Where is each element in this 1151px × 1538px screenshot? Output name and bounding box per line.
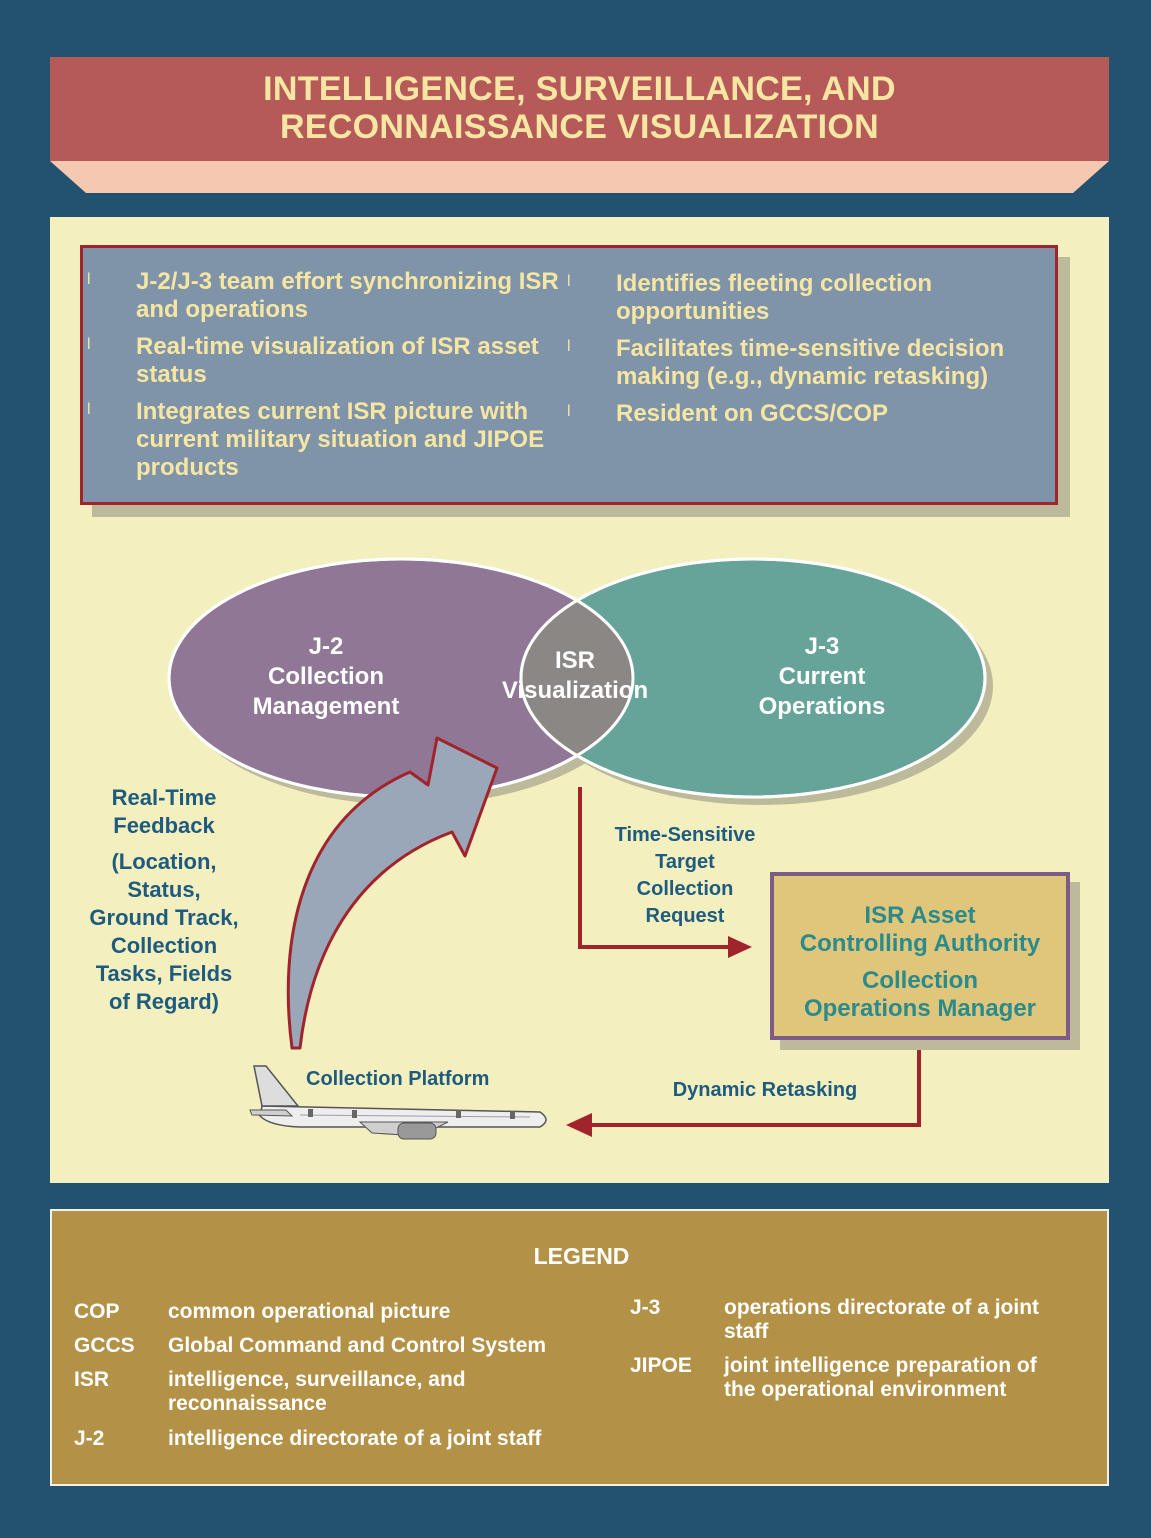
feedback-line: Collection	[110, 933, 218, 958]
retasking-arrow-line	[588, 1044, 921, 1127]
legend-def-line: reconnaissance	[168, 1392, 327, 1415]
bullet-item: l Identifies fleeting collection opportun…	[564, 270, 1044, 326]
bullet-item: l Resident on GCCS/COP	[564, 400, 1044, 428]
j3-ellipse-outline	[519, 557, 987, 799]
controller-line: Collection	[861, 967, 978, 994]
bullet-box	[80, 245, 1058, 505]
j2-label-line: J-2	[308, 633, 344, 660]
legend: LEGEND COP common operational picture GC…	[50, 1209, 1109, 1486]
j3-label: J-3 Current Operations	[722, 632, 922, 722]
controller-line: Operations Manager	[803, 995, 1037, 1022]
legend-def: intelligence, surveillance, and reconnai…	[168, 1368, 466, 1416]
j3-label-line: Current	[778, 663, 866, 690]
legend-def-line: common operational picture	[168, 1300, 451, 1323]
feedback-line: Status,	[127, 877, 201, 902]
controller-manager: Collection Operations Manager	[774, 967, 1066, 1023]
request-line: Request	[645, 905, 725, 927]
feedback-arrow	[286, 736, 499, 1050]
feedback-line: Feedback	[113, 813, 215, 838]
retasking-arrow-head	[566, 1113, 592, 1137]
title-banner-ribbon	[50, 161, 1109, 193]
isr-label-line: ISR	[554, 647, 595, 674]
legend-def-line: intelligence directorate of a joint staf…	[168, 1427, 542, 1450]
bullet-text: Facilitates time-sensitive decision maki…	[616, 335, 1005, 390]
legend-abbr: J-2	[74, 1427, 105, 1450]
bullet-text: Identifies fleeting collection opportuni…	[616, 270, 933, 325]
isr-label-line: Visualization	[501, 677, 649, 704]
bullet-list-left: l J-2/J-3 team effort synchronizing ISR a…	[84, 268, 574, 491]
legend-def: intelligence directorate of a joint staf…	[168, 1427, 541, 1451]
bullet-list-right: l Identifies fleeting collection opportun…	[564, 270, 1044, 437]
controller-authority: ISR Asset Controlling Authority	[774, 902, 1066, 958]
legend-def-line: the operational environment	[724, 1378, 1007, 1401]
bullet-item: l Real-time visualization of ISR asset st…	[84, 333, 574, 389]
legend-def-line: staff	[724, 1320, 769, 1343]
legend-def-line: joint intelligence preparation of	[724, 1354, 1037, 1377]
bullet-item: l Facilitates time-sensitive decision mak…	[564, 335, 1044, 391]
j3-label-line: Operations	[758, 693, 886, 720]
page-title: INTELLIGENCE, SURVEILLANCE, AND RECONNAI…	[50, 70, 1109, 146]
legend-abbr: COP	[74, 1300, 120, 1323]
legend-def: common operational picture	[168, 1300, 450, 1324]
page-title-line-2: RECONNAISSANCE VISUALIZATION	[279, 108, 880, 146]
request-label: Time-Sensitive Target Collection Request	[590, 822, 780, 930]
controller-line: ISR Asset	[864, 902, 976, 929]
bullet-text: J-2/J-3 team effort synchronizing ISR an…	[136, 268, 559, 323]
bullet-item: l J-2/J-3 team effort synchronizing ISR a…	[84, 268, 574, 324]
legend-def: joint intelligence preparation of the op…	[724, 1354, 1037, 1402]
legend-abbr: ISR	[74, 1368, 110, 1391]
request-line: Time-Sensitive	[614, 824, 756, 846]
feedback-line: of Regard)	[109, 989, 219, 1014]
legend-def-line: operations directorate of a joint	[724, 1296, 1040, 1319]
bullet-marker: l	[567, 338, 571, 355]
isr-label: ISR Visualization	[475, 646, 675, 706]
page-title-line-1: INTELLIGENCE, SURVEILLANCE, AND	[263, 70, 896, 108]
request-line: Target	[655, 851, 715, 873]
request-arrow-head	[728, 936, 752, 958]
bullet-text: Real-time visualization of ISR asset sta…	[136, 333, 539, 388]
feedback-line: (Location,	[111, 849, 217, 874]
controller-line: Controlling Authority	[799, 930, 1041, 957]
bullet-marker: l	[87, 336, 91, 353]
request-line: Collection	[636, 878, 734, 900]
j2-label-line: Management	[252, 693, 400, 720]
feedback-line: Tasks, Fields	[95, 961, 233, 986]
feedback-line: Ground Track,	[89, 905, 239, 930]
title-banner	[50, 57, 1109, 161]
legend-def-line: Global Command and Control System	[168, 1334, 547, 1357]
feedback-label: Real-Time Feedback (Location, Status, Gr…	[64, 784, 264, 1016]
bullet-item: l Integrates current ISR picture with cur…	[84, 398, 574, 482]
legend-abbr: GCCS	[74, 1334, 135, 1357]
platform-label: Collection Platform	[306, 1068, 490, 1090]
controller-box: ISR Asset Controlling Authority Collecti…	[770, 872, 1070, 1040]
bullet-marker: l	[87, 271, 91, 288]
legend-def: Global Command and Control System	[168, 1334, 546, 1358]
legend-title: LEGEND	[533, 1243, 630, 1269]
legend-def-line: intelligence, surveillance, and	[168, 1368, 466, 1391]
j2-label-line: Collection	[267, 663, 384, 690]
legend-abbr: J-3	[630, 1296, 661, 1319]
bullet-marker: l	[567, 273, 571, 290]
airplane-icon	[249, 1065, 547, 1140]
j2-label: J-2 Collection Management	[226, 632, 426, 722]
bullet-marker: l	[87, 401, 91, 418]
feedback-line: Real-Time	[111, 785, 217, 810]
legend-def: operations directorate of a joint staff	[724, 1296, 1039, 1344]
j3-label-line: J-3	[804, 633, 840, 660]
bullet-text: Resident on GCCS/COP	[616, 400, 889, 427]
bullet-text: Integrates current ISR picture with curr…	[136, 398, 545, 481]
retasking-label: Dynamic Retasking	[672, 1079, 858, 1101]
request-arrow-line	[578, 787, 734, 949]
legend-abbr: JIPOE	[630, 1354, 692, 1377]
bullet-marker: l	[567, 403, 571, 420]
